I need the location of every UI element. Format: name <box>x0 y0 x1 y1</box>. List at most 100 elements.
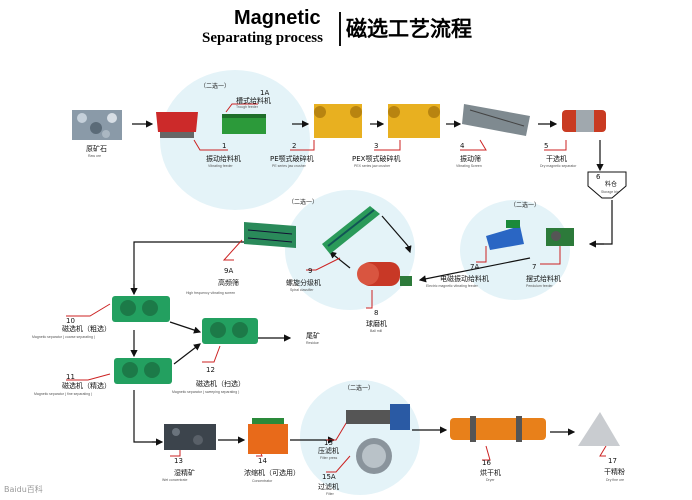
item-9-en: Spiral classifier <box>290 288 314 292</box>
item-1-en: Vibrating feeder <box>208 164 233 168</box>
item-10-cn: 磁选机（粗选） <box>62 325 111 333</box>
item-6-en: Storage bin <box>601 190 619 194</box>
item-5-en: Dry magnetic separator <box>540 164 577 168</box>
item-11-cn: 磁选机（精选） <box>62 382 111 390</box>
item-7-en: Pendulum feeder <box>526 284 553 288</box>
title-cn: 磁选工艺流程 <box>346 17 472 41</box>
item-4-num: 4 <box>460 142 465 150</box>
item-11-num: 11 <box>66 373 75 381</box>
item-2-num: 2 <box>292 142 297 150</box>
pendulum-feeder-icon <box>546 228 574 246</box>
item-2-en: PE series jaw crusher <box>272 164 306 168</box>
item-6-cn: 料仓 <box>605 181 618 188</box>
item-7-num: 7 <box>532 263 537 271</box>
item-17-en: Dry fine ore <box>606 478 625 482</box>
item-9-cn: 螺旋分级机 <box>286 279 321 287</box>
item-7a-cn: 电磁振动给料机 <box>440 275 489 283</box>
item-1a-en: Trough feeder <box>236 105 258 109</box>
item-16-cn: 烘干机 <box>480 469 501 477</box>
item-7a-num: 7A <box>470 263 480 271</box>
item-15a-en: Filter <box>326 492 334 496</box>
item-8-num: 8 <box>374 309 379 317</box>
title-en-line1: Magnetic <box>234 7 321 29</box>
item-2-cn: PE颚式破碎机 <box>270 155 314 163</box>
item-4-cn: 振动筛 <box>460 155 481 163</box>
dry-fine-ore-icon <box>578 412 620 446</box>
item-9-num: 9 <box>308 267 313 275</box>
item-15-num: 15 <box>324 439 333 447</box>
background-blob-top <box>160 70 310 210</box>
pex-jaw-crusher-icon <box>388 104 440 138</box>
item-10-num: 10 <box>66 317 75 325</box>
item-3-en: PEX series jaw crusher <box>354 164 391 168</box>
item-12-en: Magnetic separator ( sweeping separating… <box>172 390 240 394</box>
raw-ore-en: Raw ore <box>88 154 102 158</box>
title-en-line2: Separating process <box>202 30 323 46</box>
high-frequency-screen-icon <box>244 222 296 248</box>
item-4-en: Vibrating Screen <box>456 164 482 168</box>
item-17-cn: 干精粉 <box>604 468 625 476</box>
background-blob-bottom <box>300 380 420 495</box>
item-9a-en: High frequency vibrating screen <box>186 291 236 295</box>
filter-press-icon <box>346 404 410 430</box>
storage-bin-icon <box>587 171 627 199</box>
magnetic-separator-coarse-icon <box>112 296 170 322</box>
item-3-cn: PEX颚式破碎机 <box>352 155 401 163</box>
item-16-num: 16 <box>482 459 491 467</box>
item-14-en: Concentrator <box>252 479 273 483</box>
item-8-en: Ball mill <box>370 329 383 333</box>
vibrating-feeder-icon <box>156 112 198 138</box>
residue-en: Residue <box>306 341 319 345</box>
dry-separator-icon <box>562 110 606 132</box>
magnetic-separator-sweep-icon <box>202 318 258 344</box>
background-blob-right <box>460 200 570 300</box>
pick-one-label-4: （二选一） <box>344 385 375 392</box>
trough-feeder-icon <box>222 114 266 134</box>
item-9a-cn: 高频筛 <box>218 279 239 287</box>
item-1-cn: 振动给料机 <box>206 155 241 163</box>
item-16-en: Dryer <box>486 478 495 482</box>
item-15-cn: 压滤机 <box>318 447 339 455</box>
item-13-num: 13 <box>174 457 183 465</box>
item-9a-num: 9A <box>224 267 234 275</box>
item-11-en: Magnetic separator ( fine separating ) <box>34 392 93 396</box>
filter-icon <box>356 438 392 474</box>
item-7-cn: 摆式给料机 <box>526 275 561 283</box>
item-1-num: 1 <box>222 142 227 150</box>
item-13-cn: 湿精矿 <box>174 469 195 477</box>
item-8-cn: 球磨机 <box>366 320 387 328</box>
item-12-cn: 磁选机（扫选） <box>196 380 245 388</box>
pick-one-label-1: （二选一） <box>200 83 231 90</box>
raw-ore-icon <box>72 110 122 140</box>
pe-jaw-crusher-icon <box>314 104 362 138</box>
item-14-cn: 浓缩机（可选用） <box>244 469 300 477</box>
item-14-num: 14 <box>258 457 267 465</box>
pick-one-label-3: （二选一） <box>288 199 319 206</box>
ball-mill-icon <box>357 262 412 286</box>
raw-ore-label: 原矿石 <box>86 145 107 153</box>
item-15a-num: 15A <box>322 473 336 481</box>
item-13-en: Wet concentrate <box>162 478 188 482</box>
pick-one-label-2: （二选一） <box>510 202 541 209</box>
item-7a-en: Electric magnetic vibrating feeder <box>426 284 478 288</box>
concentrator-icon <box>248 418 288 454</box>
electric-vibrating-feeder-icon <box>486 220 524 250</box>
residue-label: 尾矿 <box>306 332 320 340</box>
magnetic-separator-fine-icon <box>114 358 172 384</box>
item-6-num: 6 <box>596 173 601 181</box>
item-12-num: 12 <box>206 366 215 374</box>
title-divider <box>339 12 341 46</box>
item-5-num: 5 <box>544 142 549 150</box>
watermark: Baidu百科 <box>4 485 43 494</box>
dryer-icon <box>450 416 546 442</box>
item-17-num: 17 <box>608 457 617 465</box>
spiral-classifier-icon <box>322 206 380 254</box>
item-1a-cn: 槽式给料机 <box>236 97 271 105</box>
item-10-en: Magnetic separator ( coarse separating ) <box>32 335 96 339</box>
item-15-en: Filter press <box>320 456 338 460</box>
wet-concentrate-icon <box>164 424 216 450</box>
background-blob-mid <box>285 190 415 310</box>
item-5-cn: 干选机 <box>546 155 567 163</box>
